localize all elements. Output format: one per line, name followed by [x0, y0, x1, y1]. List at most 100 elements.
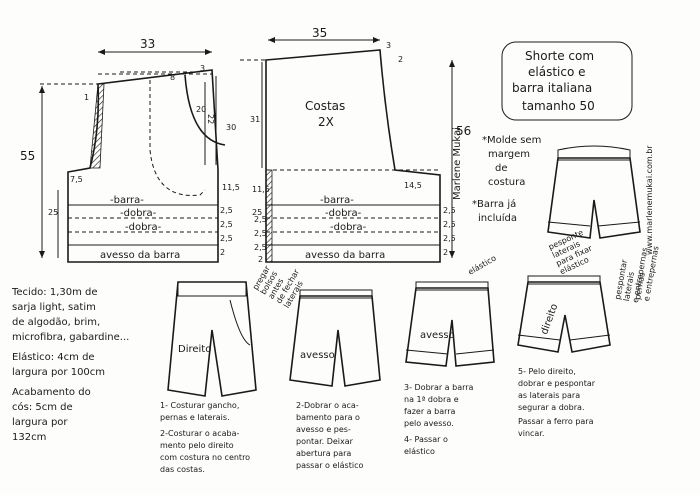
dim-2-5b: 2,5: [220, 220, 233, 229]
note-molde-4: costura: [488, 177, 525, 188]
back-dobra-label-1: -dobra-: [325, 208, 362, 219]
step5-text: 5- Pelo direito, dobrar e pespontar as l…: [518, 367, 596, 438]
step3-line-4: pelo avesso.: [404, 419, 454, 428]
front-width-label: 33: [140, 37, 155, 51]
step1-line-5: com costura no centro: [160, 453, 250, 462]
step1-text: 1- Costurar gancho, pernas e laterais. 2…: [160, 401, 250, 474]
dim-25: 25: [48, 208, 58, 217]
step2-avesso: avesso: [300, 350, 335, 361]
step5-line-2: dobrar e pespontar: [518, 379, 596, 388]
back-outline: [265, 49, 441, 263]
designer-signature: Marlene Mukai: [452, 127, 463, 200]
dobra-label-2: -dobra-: [125, 222, 162, 233]
step3-elastico: elástico: [467, 253, 498, 276]
back-piece-qty: 2X: [318, 115, 334, 129]
fabric-line-8: cós: 5cm de: [12, 401, 73, 413]
step3-line-5: 4- Passar o: [404, 435, 448, 444]
step3-line-1: 3- Dobrar a barra: [404, 383, 474, 392]
dim-2-5h: 2,5: [443, 220, 456, 229]
fabric-line-3: de algodão, brim,: [12, 317, 100, 328]
back-piece-label: Costas: [305, 99, 345, 113]
step1-illustration: Direito pregar bolsos antes de fechar la…: [167, 264, 305, 397]
dim-14-5: 14,5: [404, 181, 422, 190]
back-width-label: 35: [312, 26, 327, 40]
title-line-3: barra italiana: [512, 81, 592, 95]
note-barra-2: incluída: [478, 212, 517, 224]
note-molde-1: *Molde sem: [482, 135, 541, 146]
dim-56: 56: [456, 124, 471, 138]
dim-2d: 2: [443, 248, 448, 257]
step5-line-5: Passar a ferro para: [518, 417, 594, 426]
finished-shorts-illustration: [547, 145, 641, 239]
dim-2-5g: 2,5: [443, 206, 456, 215]
note-molde-3: de: [495, 163, 508, 174]
fabric-requirements: Tecido: 1,30m de sarja light, satim de a…: [11, 287, 129, 443]
front-pattern-piece: 33 55 25 20 22 30 11,5 2,5 2,5: [20, 37, 240, 263]
dim-22: 22: [206, 114, 215, 124]
title-line-1: Shorte com: [525, 49, 594, 63]
dim-2b: 2: [398, 55, 403, 64]
dim-2c: 2: [258, 255, 263, 264]
step3-illustration: avesso elástico: [405, 253, 498, 367]
dim-20: 20: [196, 105, 206, 114]
dim-2-5d: 2,5: [254, 215, 267, 224]
back-pattern-piece: 35 Costas 2X Marlene Mukai 31 56 3 2 11,…: [240, 26, 471, 264]
step2-line-5: abertura para: [296, 449, 351, 458]
title-line-2: elástico e: [528, 65, 586, 79]
step3-line-3: fazer a barra: [404, 407, 456, 416]
dim-3b: 3: [386, 41, 391, 50]
note-barra-1: *Barra já: [472, 198, 516, 210]
step2-line-1: 2-Dobrar o aca-: [296, 401, 359, 410]
dim-2-5i: 2,5: [443, 234, 456, 243]
dobra-label-1: -dobra-: [120, 208, 157, 219]
avesso-label: avesso da barra: [100, 250, 180, 261]
fabric-line-5: Elástico: 4cm de: [12, 351, 95, 363]
title-box: Shorte com elástico e barra italiana tam…: [501, 41, 633, 121]
step5-line-1: 5- Pelo direito,: [518, 367, 576, 376]
fabric-line-4: microfibra, gabardine...: [12, 332, 129, 343]
dim-8: 8: [170, 73, 175, 82]
fabric-line-1: Tecido: 1,30m de: [11, 287, 98, 298]
back-dobra-label-2: -dobra-: [330, 222, 367, 233]
dim-7-5: 7,5: [70, 175, 83, 184]
dim-2-5f: 2,5: [254, 243, 267, 252]
dim-2-5e: 2,5: [254, 229, 267, 238]
dim-25b: 25: [252, 208, 262, 217]
dim-2: 2: [220, 248, 225, 257]
step5-direito: direito: [539, 302, 560, 336]
step2-text: 2-Dobrar o aca- bamento para o avesso e …: [296, 401, 363, 470]
step3-line-2: na 1ª dobra e: [404, 395, 459, 404]
fabric-line-7: Acabamento do: [12, 387, 91, 398]
step3-line-6: elástico: [404, 447, 435, 456]
step1-line-4: mento pelo direito: [160, 441, 234, 450]
fabric-line-9: largura por: [12, 417, 68, 428]
fabric-line-2: sarja light, satim: [12, 302, 96, 313]
crotch-hatch: [89, 83, 105, 169]
step2-illustration: avesso: [289, 289, 381, 387]
step5-illustration: direito pesponte laterais para fixar elá…: [517, 228, 661, 353]
dim-3: 3: [200, 64, 205, 73]
back-barra-label: -barra-: [320, 195, 354, 206]
step5-line-4: segurar a dobra.: [518, 403, 585, 412]
step2-line-3: avesso e pes-: [296, 425, 351, 434]
back-avesso-label: avesso da barra: [305, 250, 385, 261]
dim-11-5: 11,5: [222, 183, 240, 192]
dim-2-5c: 2,5: [220, 234, 233, 243]
note-molde-2: margem: [488, 149, 530, 160]
dim-1: 1: [84, 93, 89, 102]
step2-line-4: pontar. Deixar: [296, 437, 354, 446]
step1-line-6: das costas.: [160, 465, 205, 474]
step1-line-2: pernas e laterais.: [160, 413, 230, 422]
website-text: www.marlenemukai.com.br: [645, 145, 654, 255]
step2-line-2: bamento para o: [296, 413, 360, 422]
dim-31: 31: [250, 115, 260, 124]
dim-30: 30: [226, 123, 236, 132]
fabric-line-6: largura por 100cm: [12, 367, 105, 378]
step3-text: 3- Dobrar a barra na 1ª dobra e fazer a …: [404, 383, 474, 456]
step3-avesso: avesso: [420, 330, 455, 341]
barra-label: -barra-: [110, 195, 144, 206]
step1-line-1: 1- Costurar gancho,: [160, 401, 239, 410]
front-height-label: 55: [20, 149, 35, 163]
title-line-4: tamanho 50: [522, 99, 595, 113]
